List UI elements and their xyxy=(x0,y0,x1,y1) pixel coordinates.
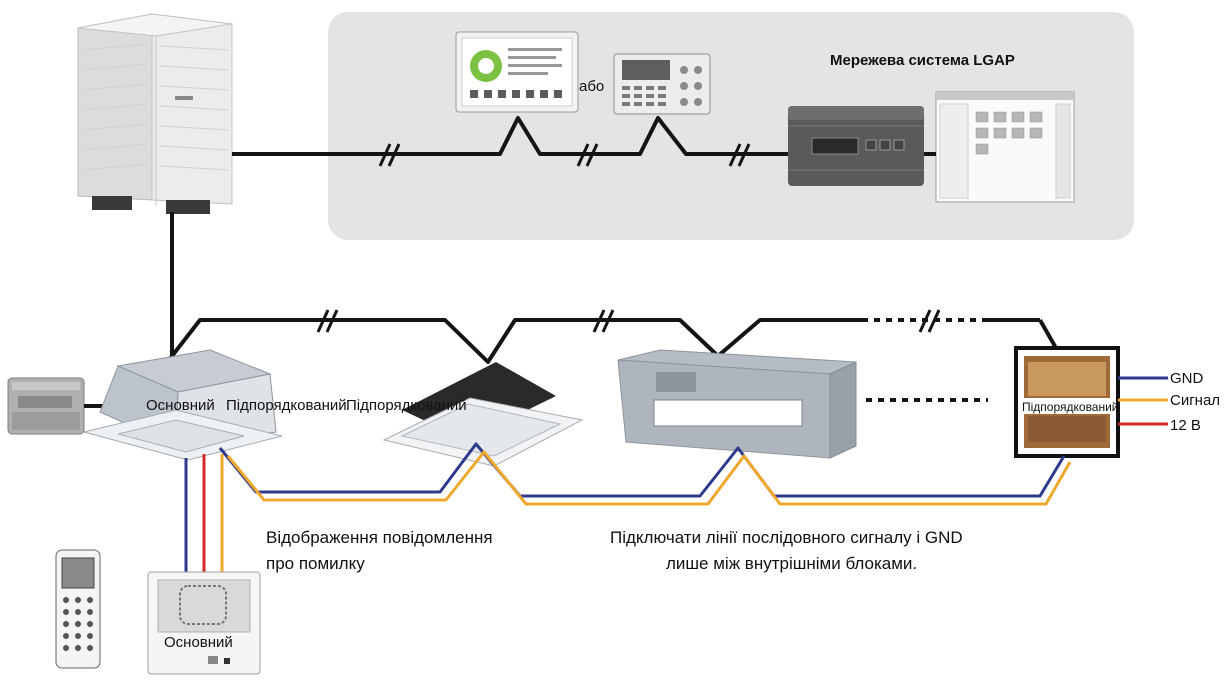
main-unit-label: Основний xyxy=(146,397,215,414)
signal-terminal-label: Сигнал xyxy=(1170,392,1220,409)
outdoor-unit xyxy=(77,13,233,214)
network-comm-line xyxy=(232,116,936,156)
break-marks-network xyxy=(378,143,751,167)
signal-wire xyxy=(226,450,1072,506)
sub-unit-label-1: Підпорядкований xyxy=(226,397,347,414)
sub-unit-label-2: Підпорядкований xyxy=(346,397,467,414)
indoor-unit-sub-4 xyxy=(1014,346,1120,458)
break-marks-indoor xyxy=(316,309,941,333)
sub-unit-label-4: Підпорядкований xyxy=(1022,400,1119,414)
network-system-title: Мережева система LGAP xyxy=(830,52,1015,69)
gnd-wire xyxy=(218,442,1066,498)
indoor-unit-main xyxy=(83,349,283,461)
handheld-remote xyxy=(55,549,101,669)
keypad-central-controller xyxy=(613,53,711,115)
connect-note-line2: лише між внутрішніми блоками. xyxy=(666,554,917,573)
indoor-unit-duct xyxy=(617,349,857,459)
indoor-comm-line xyxy=(163,318,1058,367)
network-gateway xyxy=(788,106,924,186)
pc-software-window xyxy=(935,91,1075,203)
main-wall-controller xyxy=(147,571,261,675)
touch-central-controller xyxy=(455,31,579,113)
gnd-terminal-label: GND xyxy=(1170,370,1204,387)
main-controller-label: Основний xyxy=(164,634,233,651)
error-display-note-line2: про помилку xyxy=(266,554,365,573)
wired-remote-controller xyxy=(7,377,85,435)
indoor-unit-sub-1 xyxy=(382,362,584,467)
connect-note-line1: Підключати лінії послідовного сигналу і … xyxy=(610,528,963,547)
or-label: або xyxy=(579,78,604,95)
error-display-note-line1: Відображення повідомлення xyxy=(266,528,493,547)
power-terminal-label: 12 В xyxy=(1170,417,1201,434)
